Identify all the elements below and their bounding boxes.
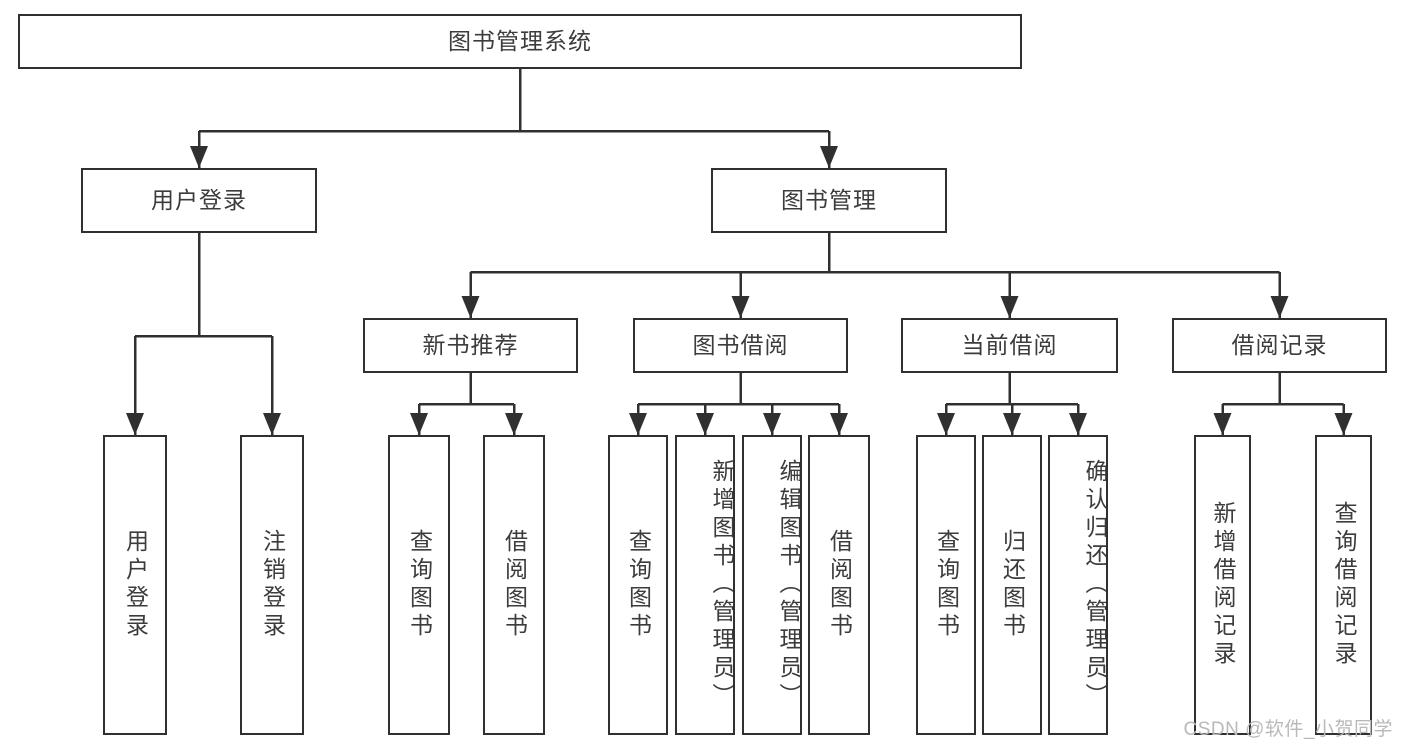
arrowhead-icon bbox=[1213, 413, 1232, 435]
arrowhead-icon bbox=[461, 296, 480, 318]
node-label: 查询图书 bbox=[406, 529, 433, 641]
node-leaf-borrow-book-1[interactable]: 借阅图书 bbox=[483, 435, 545, 735]
arrowhead-icon bbox=[410, 413, 428, 435]
arrowhead-icon bbox=[1270, 296, 1289, 318]
node-leaf-query-record[interactable]: 查询借阅记录 bbox=[1315, 435, 1372, 735]
node-label: 借阅图书 bbox=[826, 529, 853, 641]
arrowhead-icon bbox=[830, 413, 848, 435]
node-label: 编辑图书（管理员） bbox=[776, 459, 802, 711]
node-root[interactable]: 图书管理系统 bbox=[18, 14, 1022, 69]
node-t2-user-login[interactable]: 用户登录 bbox=[81, 168, 317, 233]
node-leaf-edit-book[interactable]: 编辑图书（管理员） bbox=[742, 435, 802, 735]
node-label: 归还图书 bbox=[999, 529, 1026, 641]
arrowhead-icon bbox=[629, 413, 647, 435]
node-leaf-user-login[interactable]: 用户登录 bbox=[103, 435, 167, 735]
arrowhead-icon bbox=[696, 413, 714, 435]
node-label: 借阅记录 bbox=[1231, 331, 1328, 358]
node-leaf-return-book[interactable]: 归还图书 bbox=[982, 435, 1042, 735]
arrowhead-icon bbox=[1069, 413, 1087, 435]
node-label: 图书管理系统 bbox=[448, 27, 592, 54]
arrowhead-icon bbox=[937, 413, 955, 435]
node-label: 注销登录 bbox=[259, 529, 286, 641]
node-leaf-add-book[interactable]: 新增图书（管理员） bbox=[675, 435, 735, 735]
arrowhead-icon bbox=[763, 413, 781, 435]
arrowhead-icon bbox=[263, 413, 281, 435]
node-label: 查询图书 bbox=[625, 529, 652, 641]
node-label: 图书管理 bbox=[781, 186, 877, 213]
arrowhead-icon bbox=[126, 413, 144, 435]
node-label: 用户登录 bbox=[122, 529, 149, 641]
node-leaf-query-book-1[interactable]: 查询图书 bbox=[388, 435, 450, 735]
arrowhead-icon bbox=[1003, 413, 1021, 435]
node-label: 借阅图书 bbox=[501, 529, 528, 641]
node-label: 新增图书（管理员） bbox=[709, 459, 735, 711]
arrowhead-icon bbox=[731, 296, 750, 318]
node-label: 新增借阅记录 bbox=[1210, 501, 1236, 669]
node-leaf-confirm-return[interactable]: 确认归还（管理员） bbox=[1048, 435, 1108, 735]
node-t3-new-book-rec[interactable]: 新书推荐 bbox=[363, 318, 578, 373]
arrowhead-icon bbox=[820, 146, 838, 168]
node-label: 查询借阅记录 bbox=[1331, 501, 1357, 669]
node-leaf-query-book-3[interactable]: 查询图书 bbox=[916, 435, 976, 735]
node-leaf-add-record[interactable]: 新增借阅记录 bbox=[1194, 435, 1251, 735]
node-label: 新书推荐 bbox=[422, 331, 519, 358]
node-label: 查询图书 bbox=[933, 529, 960, 641]
node-label: 确认归还（管理员） bbox=[1082, 459, 1108, 711]
node-label: 当前借阅 bbox=[961, 331, 1058, 358]
arrowhead-icon bbox=[505, 413, 523, 435]
node-t2-book-manage[interactable]: 图书管理 bbox=[711, 168, 947, 233]
node-t3-book-borrow[interactable]: 图书借阅 bbox=[633, 318, 848, 373]
node-t3-current-borrow[interactable]: 当前借阅 bbox=[901, 318, 1118, 373]
node-leaf-borrow-book-2[interactable]: 借阅图书 bbox=[808, 435, 870, 735]
node-leaf-user-logout[interactable]: 注销登录 bbox=[240, 435, 304, 735]
node-leaf-query-book-2[interactable]: 查询图书 bbox=[608, 435, 668, 735]
node-t3-borrow-record[interactable]: 借阅记录 bbox=[1172, 318, 1387, 373]
arrowhead-icon bbox=[1334, 413, 1353, 435]
arrowhead-icon bbox=[190, 146, 208, 168]
node-label: 图书借阅 bbox=[692, 331, 789, 358]
arrowhead-icon bbox=[1000, 296, 1019, 318]
node-label: 用户登录 bbox=[151, 186, 247, 213]
